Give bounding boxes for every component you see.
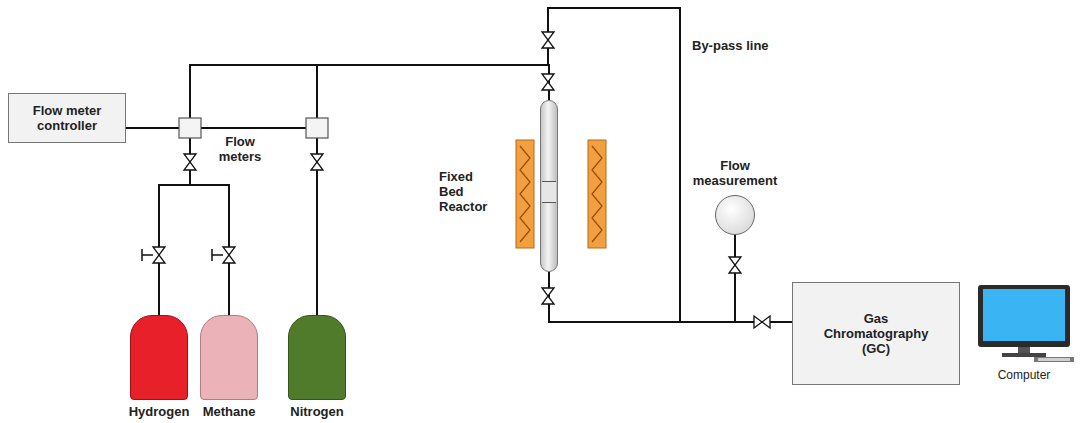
- heater: [516, 140, 606, 248]
- node-label: Flow measurement: [689, 158, 781, 188]
- valve-handle: [142, 249, 223, 261]
- signal-line: [112, 127, 306, 129]
- gas-pipe: [190, 65, 549, 315]
- gas-cylinder: Methane: [200, 315, 258, 400]
- flow-meter-gauge: Flow measurement: [715, 195, 755, 235]
- fixed-bed-reactor: Fixed Bed Reactor: [540, 100, 558, 272]
- catalyst-bed: [542, 181, 556, 203]
- gas-pipe: [159, 65, 549, 315]
- gas-pipe: [549, 272, 792, 322]
- gas-cylinder: Hydrogen: [130, 315, 188, 400]
- node-label: Flow meter controller: [9, 103, 125, 133]
- node-label: Fixed Bed Reactor: [439, 169, 501, 214]
- node-label: Methane: [203, 404, 256, 419]
- node-label: Gas Chromatography (GC): [820, 311, 932, 356]
- gas-pipe: [549, 235, 735, 322]
- valve: [153, 32, 770, 328]
- gas-pipe: [317, 65, 549, 315]
- computer-drawing: [972, 283, 1076, 363]
- computer-icon: Computer: [972, 283, 1076, 363]
- controller-box: Flow meter controller: [8, 93, 126, 143]
- flow-meter: [179, 118, 201, 138]
- bypass-pipe: [548, 8, 680, 322]
- node-label: Hydrogen: [129, 404, 190, 419]
- gc-box: Gas Chromatography (GC): [792, 282, 960, 385]
- part-label: Flow meters: [205, 134, 275, 164]
- node-label: Computer: [998, 368, 1051, 383]
- gas-cylinder: Nitrogen: [288, 315, 346, 400]
- line-label: By-pass line: [692, 38, 802, 53]
- flow-meter: [306, 118, 328, 138]
- node-label: Nitrogen: [290, 404, 343, 419]
